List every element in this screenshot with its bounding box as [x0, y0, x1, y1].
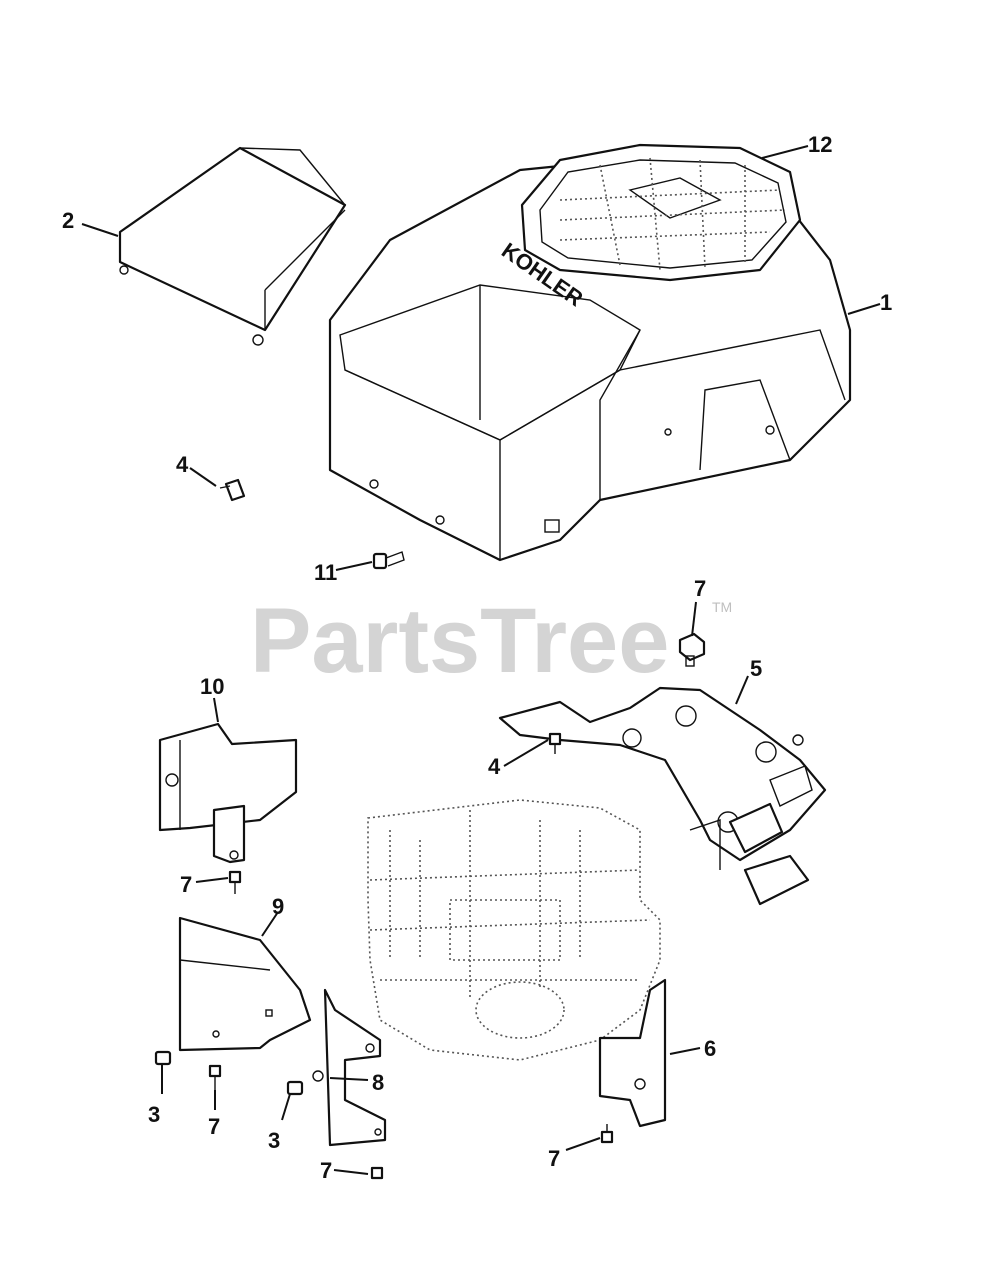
callout-4-upper: 4 [176, 452, 189, 477]
screw-7-left-lower [208, 1064, 222, 1090]
grille-screen [520, 143, 802, 282]
screw-7-mid-lower [370, 1166, 384, 1180]
screw-left-7 [228, 870, 242, 894]
screw-3-left [154, 1050, 172, 1066]
callout-9: 9 [272, 894, 284, 919]
side-shroud-9 [178, 916, 312, 1052]
callout-7-right: 7 [548, 1146, 560, 1171]
callout-11: 11 [314, 560, 337, 585]
screw-upper [219, 478, 246, 502]
callout-3-mid: 3 [268, 1128, 280, 1153]
callout-7-left: 7 [180, 872, 192, 897]
callout-2: 2 [62, 208, 74, 233]
leader-lines [81, 145, 881, 1175]
callout-7-mid: 7 [320, 1158, 332, 1183]
engine-outline [367, 799, 661, 1061]
callout-7-top: 7 [694, 576, 706, 601]
baffle-plate [498, 686, 827, 906]
callout-5: 5 [750, 656, 762, 681]
bracket-6 [598, 978, 667, 1128]
watermark-trademark: TM [712, 599, 732, 615]
screw-middle [548, 732, 562, 754]
callout-7-left-lower: 7 [208, 1114, 220, 1139]
hex-nut-top [678, 632, 706, 667]
callout-12: 12 [808, 132, 832, 157]
callout-10: 10 [200, 674, 224, 699]
callout-3-left: 3 [148, 1102, 160, 1127]
watermark-text: PartsTree [250, 590, 669, 692]
callout-4-middle: 4 [488, 754, 501, 779]
bracket-8 [312, 988, 387, 1147]
cover-panel [118, 146, 347, 346]
side-shroud-10 [158, 722, 298, 864]
callout-6: 6 [704, 1036, 716, 1061]
screw-3-mid [286, 1080, 304, 1096]
callout-1: 1 [880, 290, 892, 315]
bolt-11 [372, 551, 405, 570]
callout-8: 8 [372, 1070, 384, 1095]
screw-7-right-lower [600, 1124, 614, 1144]
